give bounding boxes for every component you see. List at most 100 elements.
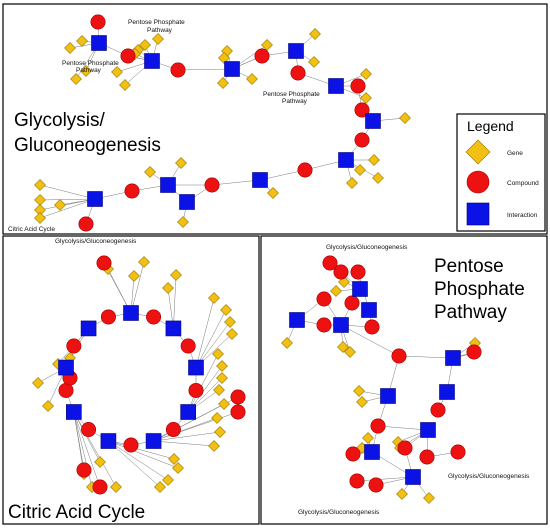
network-edge: [108, 440, 169, 481]
compound-node: [78, 216, 94, 232]
interaction-node: [87, 191, 103, 207]
gene-node: [330, 285, 342, 297]
gene-node: [220, 304, 232, 316]
gene-node: [281, 337, 293, 349]
compound-node: [344, 295, 360, 311]
compound-node: [100, 309, 116, 325]
interaction-node: [333, 317, 349, 333]
citric-acid-panel-border: [2, 235, 260, 525]
interaction-node: [80, 320, 97, 337]
gene-node: [64, 42, 76, 54]
gene-node: [360, 92, 372, 104]
compound-node: [364, 319, 380, 335]
compound-node: [370, 418, 386, 434]
gene-node: [216, 372, 228, 384]
interaction-node: [100, 433, 117, 449]
compound-node: [120, 48, 136, 64]
network-edge: [173, 274, 177, 329]
gene-node: [218, 398, 230, 410]
interaction-node: [145, 433, 162, 449]
interaction-node: [165, 320, 182, 337]
network-edge: [39, 198, 96, 211]
gene-node: [170, 269, 182, 281]
network-edge: [356, 476, 414, 482]
gene-node: [423, 492, 435, 504]
citric-acid-panel-title: Citric Acid Cycle: [8, 502, 145, 523]
compound-node: [92, 479, 108, 495]
interaction-node: [224, 61, 240, 77]
compound-node: [81, 422, 97, 438]
interaction-node: [364, 444, 380, 460]
legend-gene-label: Gene: [507, 150, 523, 157]
gene-node: [119, 79, 131, 91]
gene-node: [168, 453, 180, 465]
compound-node: [350, 78, 366, 94]
compound-node: [397, 440, 413, 456]
network-edge: [73, 411, 117, 488]
network-edge: [153, 431, 221, 442]
compound-node: [368, 477, 384, 493]
gene-node: [94, 456, 106, 468]
compound-node: [466, 344, 482, 360]
compound-node: [204, 177, 220, 193]
interaction-node: [160, 177, 176, 193]
compound-node: [350, 264, 366, 280]
pentose-phosphate-panel-border: [260, 235, 548, 525]
gene-node: [337, 341, 349, 353]
compound-node: [96, 255, 112, 271]
pathway-link-label: Pentose Phosphate: [128, 19, 185, 26]
gene-node: [144, 166, 156, 178]
interaction-node: [445, 350, 461, 366]
compound-node: [430, 402, 446, 418]
gene-node: [267, 187, 279, 199]
gene-node: [70, 73, 82, 85]
gene-node: [344, 346, 356, 358]
pentose-phosphate-panel-title-line3: Pathway: [434, 302, 507, 323]
compound-node: [316, 317, 332, 333]
interaction-node: [123, 305, 139, 321]
interaction-node: [361, 302, 377, 318]
network-edge: [108, 440, 175, 460]
pathway-link-label: Pathway: [282, 98, 308, 105]
compound-node: [450, 444, 466, 460]
compound-node: [254, 48, 270, 64]
network-edge: [108, 440, 179, 469]
network-edge: [177, 68, 233, 71]
compound-node: [316, 291, 332, 307]
pathway-link-label: Pathway: [147, 27, 173, 34]
gene-node: [32, 377, 44, 389]
glycolysis-panel-title-line1: Glycolysis/: [14, 110, 106, 131]
gene-node: [308, 56, 320, 68]
gene-node: [208, 440, 220, 452]
gene-node: [346, 177, 358, 189]
compound-node: [165, 422, 181, 438]
gene-node: [217, 77, 229, 89]
interaction-node: [66, 404, 82, 420]
gene-node: [214, 426, 226, 438]
gene-node: [372, 172, 384, 184]
compound-node: [76, 462, 92, 478]
gene-node: [224, 316, 236, 328]
gene-node: [353, 385, 365, 397]
interaction-node: [252, 172, 268, 188]
compound-node: [297, 162, 313, 178]
network-edge: [153, 440, 215, 447]
glycolysis-panel-title-line2: Gluconeogenesis: [14, 135, 161, 156]
pathway-link-label: Glycolysis/Gluconeogenesis: [448, 473, 530, 480]
pathway-link-label: Citric Acid Cycle: [8, 226, 55, 233]
gene-node: [213, 384, 225, 396]
legend-compound-circle: [466, 170, 490, 194]
interaction-node: [289, 312, 305, 328]
legend-compound-label: Compound: [507, 180, 539, 187]
interaction-node: [179, 194, 195, 210]
interaction-node: [91, 35, 107, 51]
network-edge: [187, 353, 219, 413]
compound-node: [322, 255, 338, 271]
interaction-node: [144, 53, 160, 69]
interaction-node: [380, 388, 396, 404]
gene-node: [111, 66, 123, 78]
gene-node: [208, 292, 220, 304]
compound-node: [66, 338, 82, 354]
gene-node: [354, 164, 366, 176]
interaction-node: [338, 152, 354, 168]
